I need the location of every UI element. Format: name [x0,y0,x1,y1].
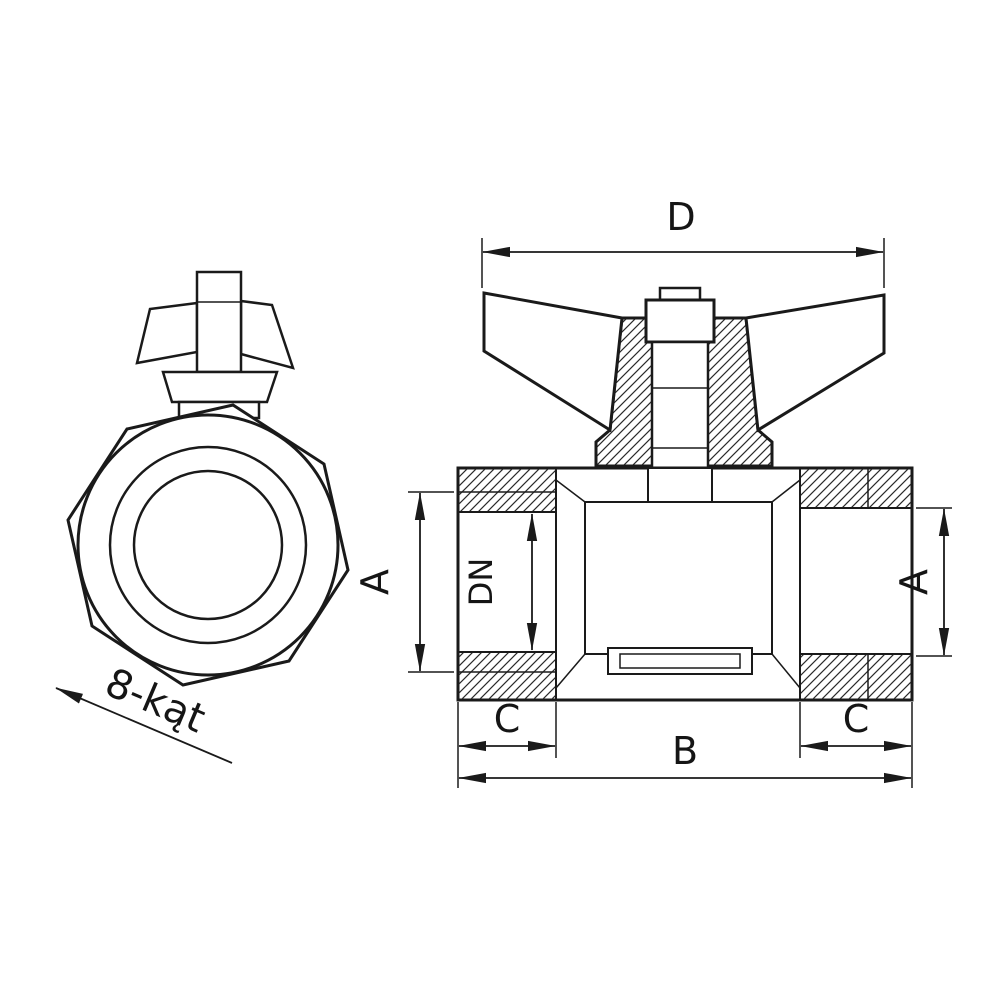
dim-label-c-left: C [494,697,521,741]
handle-side-view [135,270,295,420]
left-coupling-wall-top [457,467,557,513]
chamfer-line [771,479,801,503]
spindle-entry [647,467,713,503]
section-view: D A DN A C [353,195,952,788]
seat-insert-inner [619,653,741,669]
chamfer-line [555,653,586,689]
dimension-b: B [458,729,912,784]
dim-label-d: D [666,195,695,239]
dimension-d: D [481,195,885,288]
spindle-nut [644,298,716,344]
chamfer-line [771,653,801,689]
body-outer-circle [76,413,340,677]
dim-label-c-right: C [843,697,870,741]
handle-wing-right [744,293,886,433]
dim-label-a-right: A [892,569,936,595]
spindle [650,340,710,470]
dimension-a-right: A [892,507,952,657]
octagon-leader-line [55,687,233,764]
handle-collar [161,370,279,404]
butterfly-handle-section [482,286,886,470]
body-bore-circle [132,469,284,621]
right-coupling-wall-bottom [799,653,913,701]
dimension-c-left: C [458,697,556,752]
dimension-a-left: A [353,491,454,673]
handle-wing-left [482,291,624,433]
chamfer-line [555,479,586,503]
handle-left-wing [135,301,199,365]
left-coupling-wall-bottom [457,651,557,701]
dimension-dn: DN [462,513,538,651]
front-view: 8-kąt [55,270,350,764]
dim-label-b: B [672,729,698,773]
dim-label-a-left: A [353,569,397,595]
seat-insert-outer [607,647,753,675]
dimension-c-right: C [800,697,912,752]
body-middle-circle [108,445,308,645]
bottom-extension-lines [457,702,913,788]
valve-body-section [456,466,914,702]
right-coupling-wall-top [799,467,913,509]
handle-stem [195,270,243,374]
dim-label-dn: DN [462,558,500,607]
handle-right-wing [239,299,295,370]
